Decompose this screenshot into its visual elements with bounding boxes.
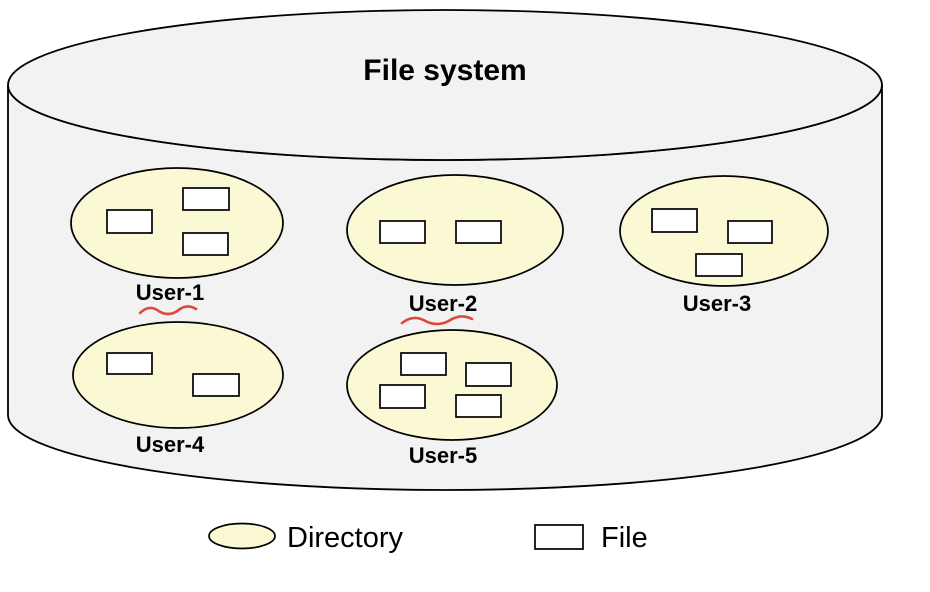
file-rect xyxy=(106,209,153,234)
directory-label: User-4 xyxy=(136,432,205,457)
file-rect xyxy=(727,220,773,244)
directory-user-5: User-5 xyxy=(346,329,558,468)
squiggle-underline-annotation xyxy=(138,305,198,316)
legend-directory-icon xyxy=(208,522,276,550)
cylinder-top xyxy=(7,9,883,161)
directory-ellipse xyxy=(346,174,564,286)
diagram-title: File system xyxy=(363,54,526,87)
directory-user-1: User-1 xyxy=(70,167,284,316)
file-rect xyxy=(379,220,426,244)
directory-user-4: User-4 xyxy=(72,321,284,457)
file-rect xyxy=(455,394,502,418)
directory-ellipse xyxy=(70,167,284,279)
file-rect xyxy=(192,373,240,397)
file-rect xyxy=(465,362,512,387)
legend-file-label: File xyxy=(601,522,648,554)
file-rect xyxy=(182,232,229,256)
legend-directory-label: Directory xyxy=(287,522,404,554)
file-rect xyxy=(455,220,502,244)
directory-label: User-2 xyxy=(409,291,477,316)
legend: Directory File xyxy=(208,522,648,554)
directory-user-3: User-3 xyxy=(619,175,829,316)
file-rect xyxy=(651,208,698,233)
directory-ellipse xyxy=(619,175,829,287)
directory-label: User-5 xyxy=(409,443,477,468)
directory-label: User-3 xyxy=(683,291,751,316)
directory-ellipse xyxy=(72,321,284,429)
directory-label: User-1 xyxy=(136,280,204,305)
file-rect xyxy=(379,384,426,409)
file-rect xyxy=(400,352,447,376)
squiggle-underline-annotation xyxy=(400,315,474,326)
directory-ellipse xyxy=(346,329,558,441)
legend-file-icon xyxy=(534,524,584,550)
file-rect xyxy=(695,253,743,277)
file-rect xyxy=(182,187,230,211)
file-rect xyxy=(106,352,153,375)
directory-user-2: User-2 xyxy=(346,174,564,326)
